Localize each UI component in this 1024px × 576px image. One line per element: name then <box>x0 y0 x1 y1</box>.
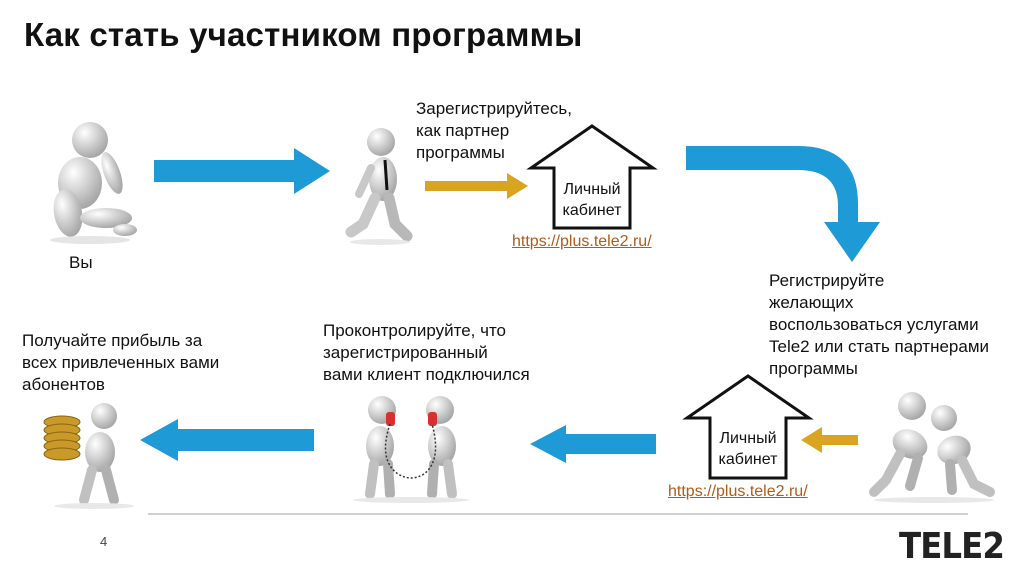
tele2-logo: TELE2 <box>899 526 1005 567</box>
page-title: Как стать участником программы <box>24 16 583 53</box>
arrow-left-icon <box>530 425 656 463</box>
house-label-2: Личный кабинет <box>718 430 778 468</box>
step-control-text: Проконтролируйте, что зарегистрированный… <box>323 321 530 384</box>
step-register-self-text: Зарегистрируйтесь, как партнер программы <box>416 99 572 162</box>
arrow-right-gold-icon <box>425 173 528 199</box>
step-register-others-text: Регистрируйте желающих воспользоваться у… <box>769 271 990 378</box>
step-profit-text: Получайте прибыль за всех привлеченных в… <box>22 331 220 394</box>
house-icon <box>526 124 658 230</box>
coins-figure-icon <box>43 403 134 509</box>
walking-figure-icon <box>345 128 413 245</box>
cabinet-link[interactable]: https://plus.tele2.ru/ <box>512 233 652 250</box>
cabinet-link-2[interactable]: https://plus.tele2.ru/ <box>668 483 808 500</box>
you-label: Вы <box>69 253 93 272</box>
pushing-figures-icon <box>869 392 995 503</box>
house-icon-2 <box>682 374 814 480</box>
page-number: 4 <box>100 534 108 549</box>
phone-figures-icon <box>353 396 469 503</box>
arrow-left-icon-2 <box>140 419 314 461</box>
arrow-bent-down-icon <box>686 146 880 262</box>
arrow-right-icon <box>154 148 330 194</box>
sitting-figure-icon <box>50 122 137 244</box>
house-label: Личный кабинет <box>562 181 622 219</box>
arrow-left-gold-icon <box>801 427 858 453</box>
footer-divider <box>148 513 968 515</box>
